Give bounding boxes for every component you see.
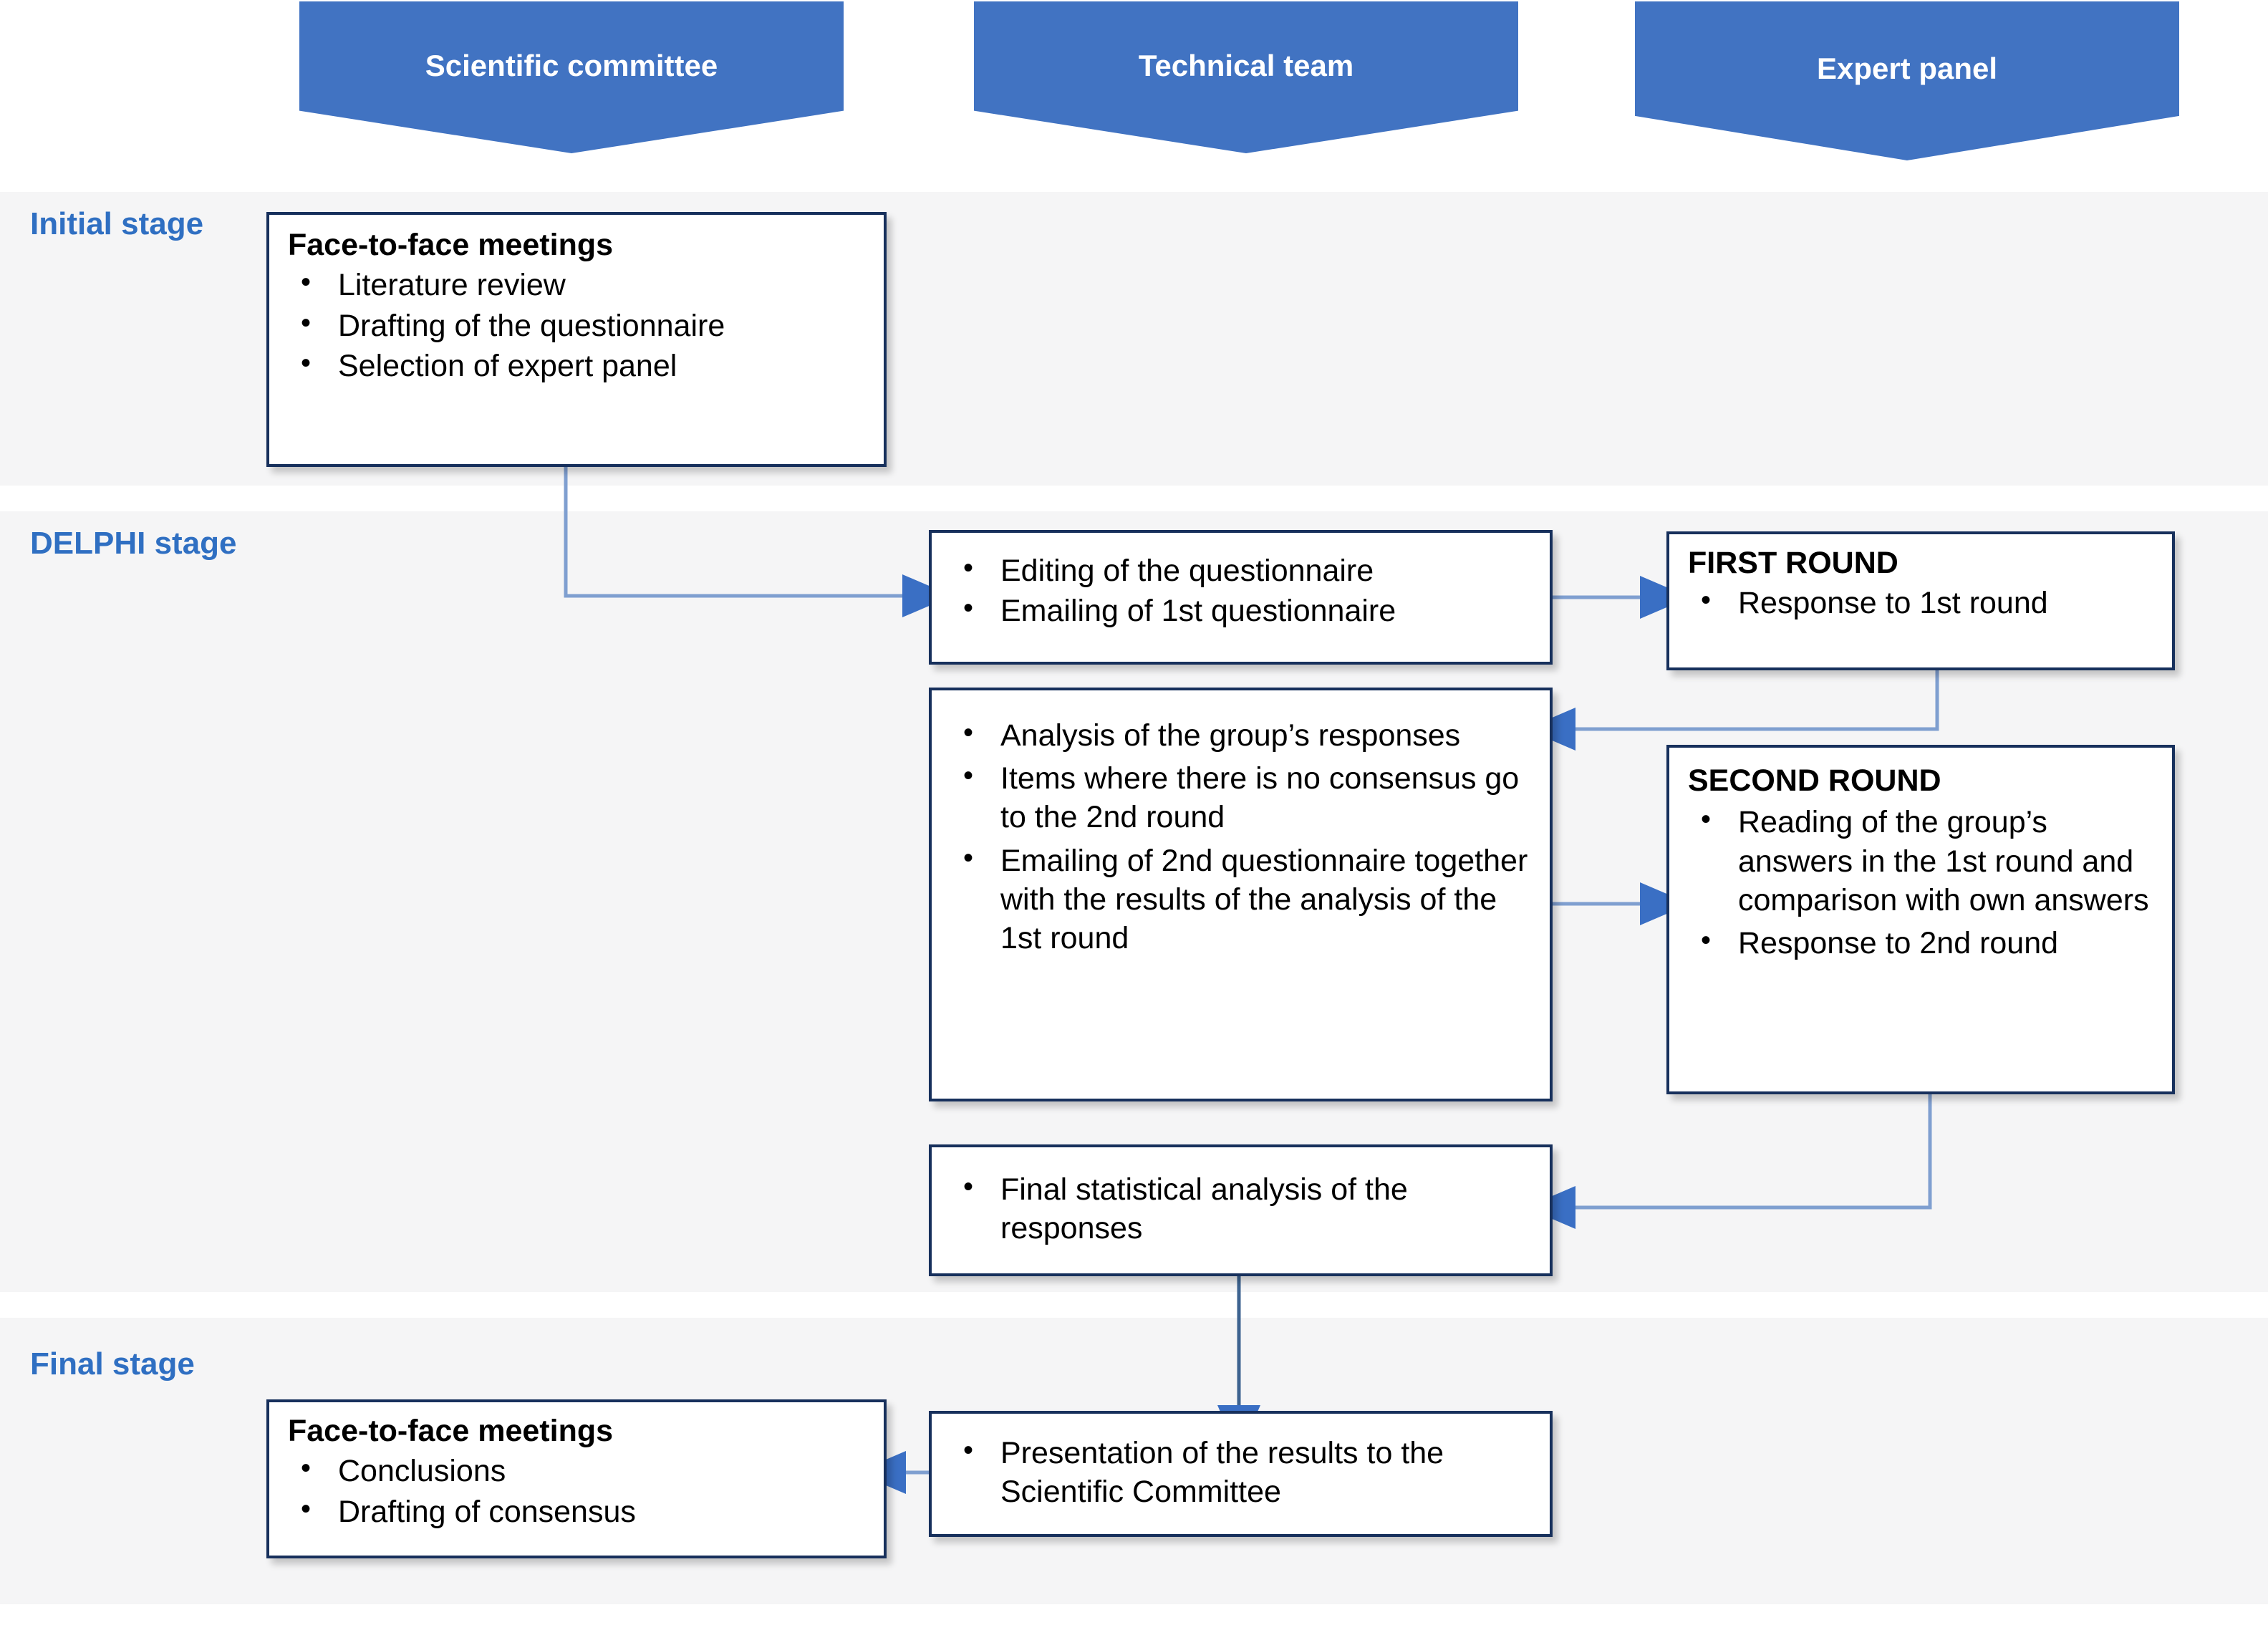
list-item: Emailing of 1st questionnaire bbox=[950, 590, 1534, 630]
column-banner-expert-panel: Expert panel bbox=[1635, 1, 2179, 160]
list-item: Reading of the group’s answers in the 1s… bbox=[1688, 801, 2156, 920]
stage-label-final: Final stage bbox=[30, 1346, 195, 1382]
list-item: Selection of expert panel bbox=[288, 345, 868, 385]
box-final-meetings[interactable]: Face-to-face meetings Conclusions Drafti… bbox=[266, 1399, 887, 1558]
list-item: Drafting of the questionnaire bbox=[288, 305, 868, 345]
list-item: Emailing of 2nd questionnaire together w… bbox=[950, 840, 1534, 958]
list-item: Editing of the questionnaire bbox=[950, 550, 1534, 590]
list-item: Response to 1st round bbox=[1688, 582, 2156, 622]
list-item: Analysis of the group’s responses bbox=[950, 715, 1534, 755]
box-presentation-list: Presentation of the results to the Scien… bbox=[950, 1432, 1534, 1511]
stage-label-delphi: DELPHI stage bbox=[30, 526, 237, 561]
box-first-round[interactable]: FIRST ROUND Response to 1st round bbox=[1666, 531, 2175, 670]
stage-label-initial: Initial stage bbox=[30, 206, 204, 241]
box-final-analysis-list: Final statistical analysis of the respon… bbox=[950, 1169, 1534, 1248]
list-item: Response to 2nd round bbox=[1688, 922, 2156, 963]
list-item: Conclusions bbox=[288, 1450, 868, 1490]
box-editing-questionnaire[interactable]: Editing of the questionnaire Emailing of… bbox=[929, 530, 1553, 665]
box-first-round-title: FIRST ROUND bbox=[1688, 546, 1898, 580]
box-analysis[interactable]: Analysis of the group’s responses Items … bbox=[929, 688, 1553, 1101]
box-final-meetings-list: Conclusions Drafting of consensus bbox=[288, 1450, 868, 1531]
box-initial-meetings-list: Literature review Drafting of the questi… bbox=[288, 264, 868, 385]
box-editing-questionnaire-list: Editing of the questionnaire Emailing of… bbox=[950, 550, 1534, 630]
column-banner-label-scientific-committee: Scientific committee bbox=[425, 49, 718, 82]
list-item: Literature review bbox=[288, 264, 868, 304]
box-first-round-list: Response to 1st round bbox=[1688, 582, 2156, 622]
box-final-meetings-title: Face-to-face meetings bbox=[288, 1414, 614, 1448]
box-initial-meetings[interactable]: Face-to-face meetings Literature review … bbox=[266, 212, 887, 467]
list-item: Presentation of the results to the Scien… bbox=[950, 1432, 1534, 1511]
column-banner-label-technical-team: Technical team bbox=[1138, 49, 1354, 82]
box-analysis-list: Analysis of the group’s responses Items … bbox=[950, 715, 1534, 958]
box-second-round-title: SECOND ROUND bbox=[1688, 763, 1941, 798]
column-banner-label-expert-panel: Expert panel bbox=[1816, 52, 1998, 85]
box-second-round-list: Reading of the group’s answers in the 1s… bbox=[1688, 801, 2156, 963]
column-banner-technical-team: Technical team bbox=[974, 1, 1518, 153]
box-initial-meetings-title: Face-to-face meetings bbox=[288, 228, 614, 262]
list-item: Items where there is no consensus go to … bbox=[950, 758, 1534, 836]
column-banner-scientific-committee: Scientific committee bbox=[299, 1, 844, 153]
box-final-analysis[interactable]: Final statistical analysis of the respon… bbox=[929, 1144, 1553, 1276]
list-item: Drafting of consensus bbox=[288, 1491, 868, 1531]
box-second-round[interactable]: SECOND ROUND Reading of the group’s answ… bbox=[1666, 745, 2175, 1094]
list-item: Final statistical analysis of the respon… bbox=[950, 1169, 1534, 1248]
box-presentation[interactable]: Presentation of the results to the Scien… bbox=[929, 1411, 1553, 1537]
